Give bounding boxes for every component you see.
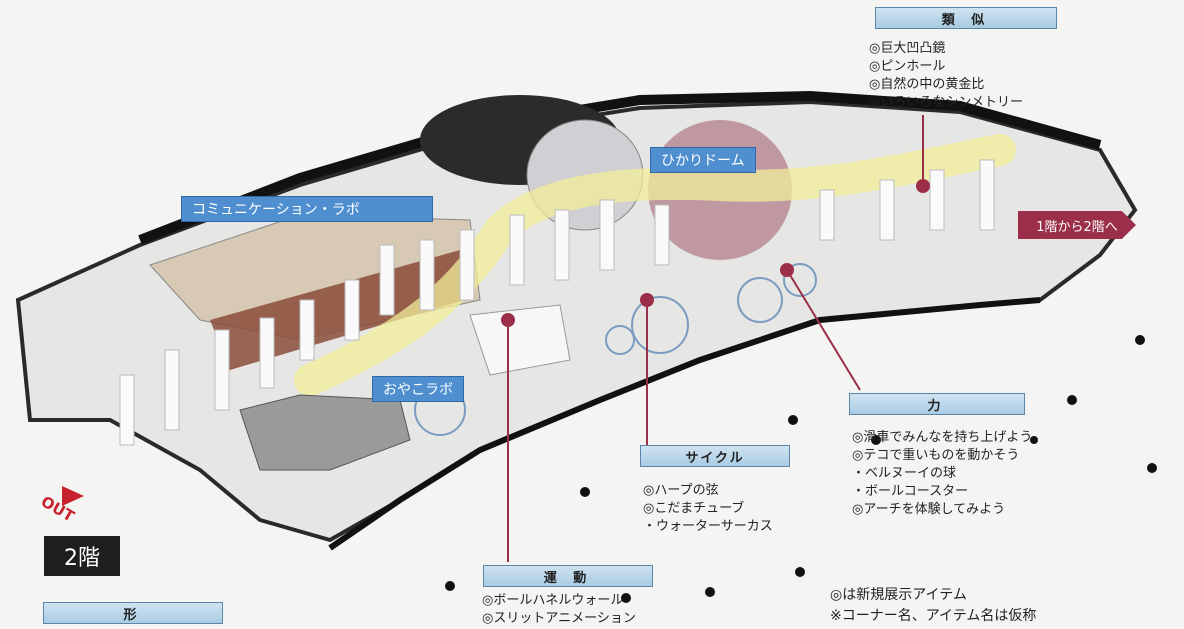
- marker-chikara: [780, 263, 794, 277]
- list-item: ◎テコで重いものを動かそう: [852, 448, 1020, 463]
- zone-katachi-header: 形: [43, 602, 223, 624]
- oyako-lab-label: おやこラボ: [372, 376, 464, 402]
- zone-chikara-list: ◎滑車でみんなを持ち上げよう ◎テコで重いものを動かそう ・ベルヌーイの球 ・ボ…: [852, 429, 1032, 519]
- marker-ruiji: [916, 179, 930, 193]
- marker-cycle: [640, 293, 654, 307]
- list-item: ◎ハープの弦: [643, 483, 719, 498]
- list-item: ◎ピンホール: [869, 59, 946, 74]
- zone-chikara-header: 力: [849, 393, 1025, 415]
- hikari-dome-label: ひかりドーム: [650, 147, 756, 173]
- list-item: ・ボールコースター: [852, 484, 969, 499]
- marker-undou: [501, 313, 515, 327]
- inner-wall: [328, 297, 1041, 551]
- zone-cycle-header: サイクル: [640, 445, 790, 467]
- notes: ◎は新規展示アイテム ※コーナー名、アイテム名は仮称: [830, 585, 1036, 627]
- list-item: ◎巨大凹凸鏡: [869, 41, 946, 56]
- list-item: ◎滑車でみんなを持ち上げよう: [852, 430, 1033, 445]
- info-booth: [469, 304, 571, 376]
- zone-ruiji-list: ◎巨大凹凸鏡 ◎ピンホール ◎自然の中の黄金比 ◎いろいろなシンメトリー: [869, 40, 1023, 112]
- zone-cycle-list: ◎ハープの弦 ◎こだまチューブ ・ウォーターサーカス: [643, 482, 773, 536]
- list-item: ・ウォーターサーカス: [643, 519, 773, 534]
- columns: [119, 159, 995, 446]
- outer-wall: [138, 90, 1102, 245]
- oyako-room: [239, 394, 411, 471]
- list-item: ◎ボールハネルウォール: [482, 593, 624, 608]
- note-provisional: ※コーナー名、アイテム名は仮称: [830, 608, 1037, 624]
- floor-badge: 2階: [44, 536, 120, 576]
- floor-dots: [445, 335, 1157, 603]
- out-triangle-icon: [62, 486, 84, 506]
- zone-ruiji-header: 類 似: [875, 7, 1057, 29]
- list-item: ◎こだまチューブ: [643, 501, 745, 516]
- list-item: ◎いろいろなシンメトリー: [869, 95, 1023, 110]
- list-item: ・ベルヌーイの球: [852, 466, 957, 481]
- note-new-items: ◎は新規展示アイテム: [830, 587, 967, 603]
- list-item: ◎スリットアニメーション: [482, 611, 636, 626]
- zone-markers: [507, 115, 924, 562]
- communication-lab-label: コミュニケーション・ラボ: [181, 196, 433, 222]
- entrance-arrow: 1階から2階へ: [1018, 211, 1136, 239]
- zone-undou-header: 運 動: [483, 565, 653, 587]
- list-item: ◎自然の中の黄金比: [869, 77, 985, 92]
- list-item: ◎アーチを体験してみよう: [852, 502, 1006, 517]
- zone-undou-list: ◎ボールハネルウォール ◎スリットアニメーション: [482, 592, 636, 628]
